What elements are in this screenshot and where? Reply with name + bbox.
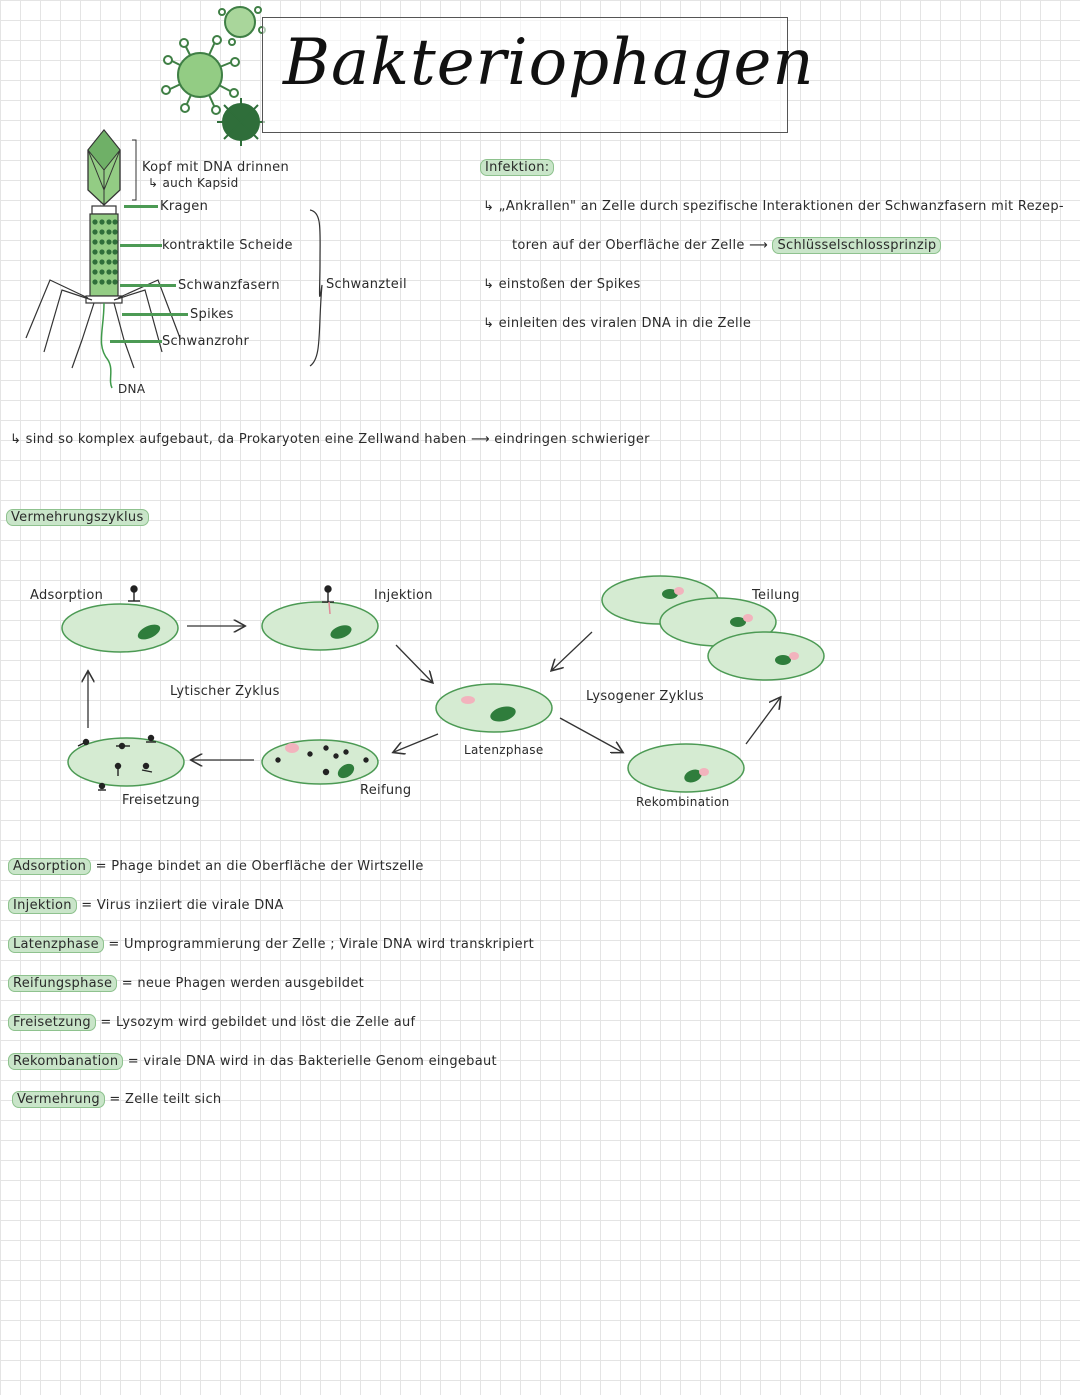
definition-row: Rekombanation = virale DNA wird in das B… (8, 1053, 497, 1070)
definition-term: Freisetzung (8, 1014, 96, 1031)
cell-rekombination (627, 743, 745, 793)
definition-term: Injektion (8, 897, 77, 914)
virus-icon (161, 6, 266, 146)
title-box: Bakteriophagen (262, 17, 814, 133)
label-spikes: Spikes (190, 307, 234, 322)
definition-text: = Umprogrammierung der Zelle ; Virale DN… (108, 937, 535, 952)
label-injektion: Injektion (374, 588, 433, 603)
cell-latenz (435, 683, 553, 733)
definition-row: Vermehrung = Zelle teilt sich (12, 1091, 222, 1108)
cell-freisetzung (67, 737, 185, 787)
definition-term: Adsorption (8, 858, 92, 875)
cycle-heading: Vermehrungszyklus (6, 509, 149, 526)
schluesselschloss-highlight: Schlüsselschlossprinzip (772, 237, 942, 254)
definition-text: = Zelle teilt sich (109, 1092, 222, 1107)
label-lysogen: Lysogener Zyklus (586, 689, 704, 704)
definition-text: = virale DNA wird in das Bakterielle Gen… (127, 1054, 497, 1069)
label-teilung: Teilung (752, 588, 800, 603)
definition-row: Injektion = Virus inziiert die virale DN… (8, 897, 284, 914)
definition-row: Latenzphase = Umprogrammierung der Zelle… (8, 936, 535, 953)
label-schwanzteil: Schwanzteil (326, 277, 407, 292)
cell-teilung-3 (707, 631, 825, 681)
label-freisetzung: Freisetzung (122, 793, 200, 808)
label-latenz: Latenzphase (464, 743, 544, 757)
definition-term: Latenzphase (8, 936, 104, 953)
definition-term: Vermehrung (12, 1091, 105, 1108)
definition-term: Rekombanation (8, 1053, 124, 1070)
infektion-heading: Infektion: (480, 159, 555, 176)
phage-structure-icon (25, 128, 323, 389)
label-reifung: Reifung (360, 783, 412, 798)
label-schwanzfasern: Schwanzfasern (178, 278, 280, 293)
definition-text: = Virus inziiert die virale DNA (81, 898, 284, 913)
infektion-line-1: ↳ „Ankrallen" an Zelle durch spezifische… (483, 199, 1064, 214)
page-title: Bakteriophagen (283, 26, 815, 100)
definition-row: Adsorption = Phage bindet an die Oberflä… (8, 858, 424, 875)
cell-injektion (261, 601, 379, 651)
structure-note: ↳ sind so komplex aufgebaut, da Prokaryo… (10, 432, 650, 447)
infektion-line-2: toren auf der Oberfläche der Zelle ⟶ Sch… (512, 237, 942, 254)
definition-row: Freisetzung = Lysozym wird gebildet und … (8, 1014, 416, 1031)
definition-text: = neue Phagen werden ausgebildet (121, 976, 365, 991)
label-schwanzrohr: Schwanzrohr (162, 334, 250, 349)
label-dna: DNA (118, 382, 146, 396)
infektion-line-4: ↳ einleiten des viralen DNA in die Zelle (483, 316, 752, 331)
infektion-line-2-text: toren auf der Oberfläche der Zelle ⟶ (512, 238, 769, 253)
label-rekombination: Rekombination (636, 795, 730, 809)
label-kapsid: ↳ auch Kapsid (148, 176, 239, 190)
label-scheide: kontraktile Scheide (162, 238, 293, 253)
definition-term: Reifungsphase (8, 975, 118, 992)
cycle-diagram (61, 575, 825, 793)
definition-text: = Phage bindet an die Oberfläche der Wir… (95, 859, 424, 874)
label-adsorption: Adsorption (30, 588, 104, 603)
definition-text: = Lysozym wird gebildet und löst die Zel… (100, 1015, 416, 1030)
label-kopf: Kopf mit DNA drinnen (142, 160, 289, 175)
infektion-line-3: ↳ einstoßen der Spikes (483, 277, 641, 292)
cell-adsorption (61, 603, 179, 653)
label-kragen: Kragen (160, 199, 209, 214)
definition-row: Reifungsphase = neue Phagen werden ausge… (8, 975, 365, 992)
label-lytisch: Lytischer Zyklus (170, 684, 280, 699)
